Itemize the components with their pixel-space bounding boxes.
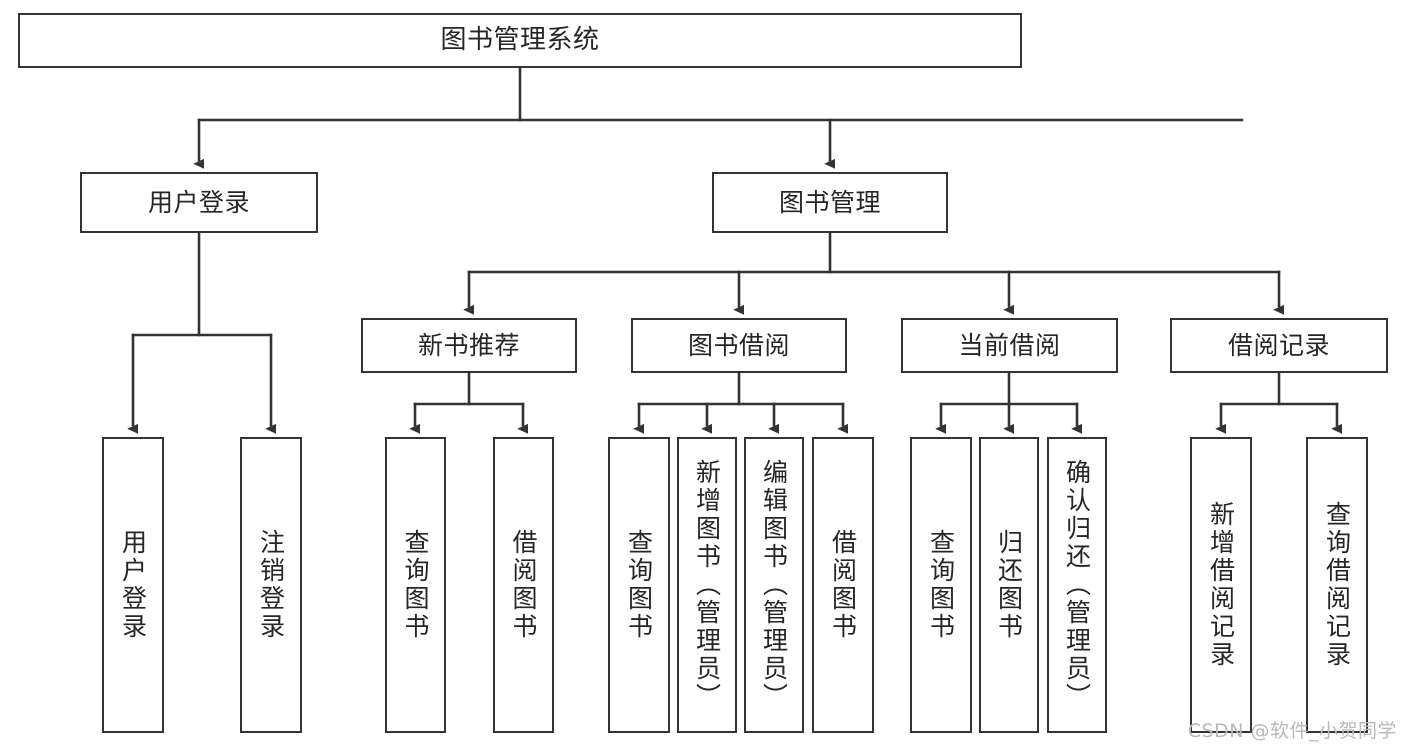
node-label: 图书管理 <box>778 187 881 217</box>
node-root-book-management-system[interactable]: 图书管理系统 <box>18 13 1022 68</box>
node-label: 图书管理系统 <box>440 25 600 56</box>
node-label: 当前借阅 <box>958 330 1061 360</box>
node-label: 用户登录 <box>147 187 250 217</box>
leaf-user-login-logout[interactable]: 注销登录 <box>240 437 302 733</box>
node-book-management[interactable]: 图书管理 <box>712 172 948 233</box>
leaf-current-borrow-query-book[interactable]: 查询图书 <box>910 437 972 733</box>
leaf-new-book-borrow-book[interactable]: 借阅图书 <box>493 437 554 733</box>
leaf-borrow-record-add-record[interactable]: 新增借阅记录 <box>1190 437 1252 733</box>
node-label: 用户登录 <box>118 529 148 641</box>
leaf-book-borrow-edit-book-admin[interactable]: 编辑图书（管理员） <box>744 437 804 733</box>
node-label: 归还图书 <box>994 529 1024 641</box>
leaf-book-borrow-add-book-admin[interactable]: 新增图书（管理员） <box>677 437 737 733</box>
node-label: 借阅图书 <box>509 529 538 641</box>
node-new-book-recommend[interactable]: 新书推荐 <box>361 318 577 373</box>
node-label: 查询借阅记录 <box>1322 501 1352 669</box>
node-user-login[interactable]: 用户登录 <box>80 172 318 233</box>
node-label: 查询图书 <box>926 529 956 641</box>
node-label: 注销登录 <box>256 529 286 641</box>
node-label: 借阅记录 <box>1227 330 1330 360</box>
node-label: 新增图书（管理员） <box>692 459 722 711</box>
leaf-borrow-record-query-record[interactable]: 查询借阅记录 <box>1306 437 1368 733</box>
node-label: 查询图书 <box>624 529 654 641</box>
leaf-current-borrow-confirm-return-admin[interactable]: 确认归还（管理员） <box>1047 437 1107 733</box>
node-current-borrow[interactable]: 当前借阅 <box>901 318 1118 373</box>
leaf-book-borrow-query-book[interactable]: 查询图书 <box>608 437 670 733</box>
node-book-borrow[interactable]: 图书借阅 <box>631 318 847 373</box>
node-label: 借阅图书 <box>828 529 858 641</box>
node-label: 新书推荐 <box>417 330 520 360</box>
leaf-book-borrow-borrow-book[interactable]: 借阅图书 <box>812 437 874 733</box>
leaf-current-borrow-return-book[interactable]: 归还图书 <box>979 437 1039 733</box>
leaf-user-login-login[interactable]: 用户登录 <box>102 437 164 733</box>
leaf-new-book-query-book[interactable]: 查询图书 <box>385 437 446 733</box>
node-borrow-record[interactable]: 借阅记录 <box>1170 318 1388 373</box>
node-label: 图书借阅 <box>687 330 790 360</box>
node-label: 确认归还（管理员） <box>1062 459 1092 711</box>
node-label: 编辑图书（管理员） <box>759 459 789 711</box>
node-label: 新增借阅记录 <box>1206 501 1236 669</box>
node-label: 查询图书 <box>401 529 430 641</box>
